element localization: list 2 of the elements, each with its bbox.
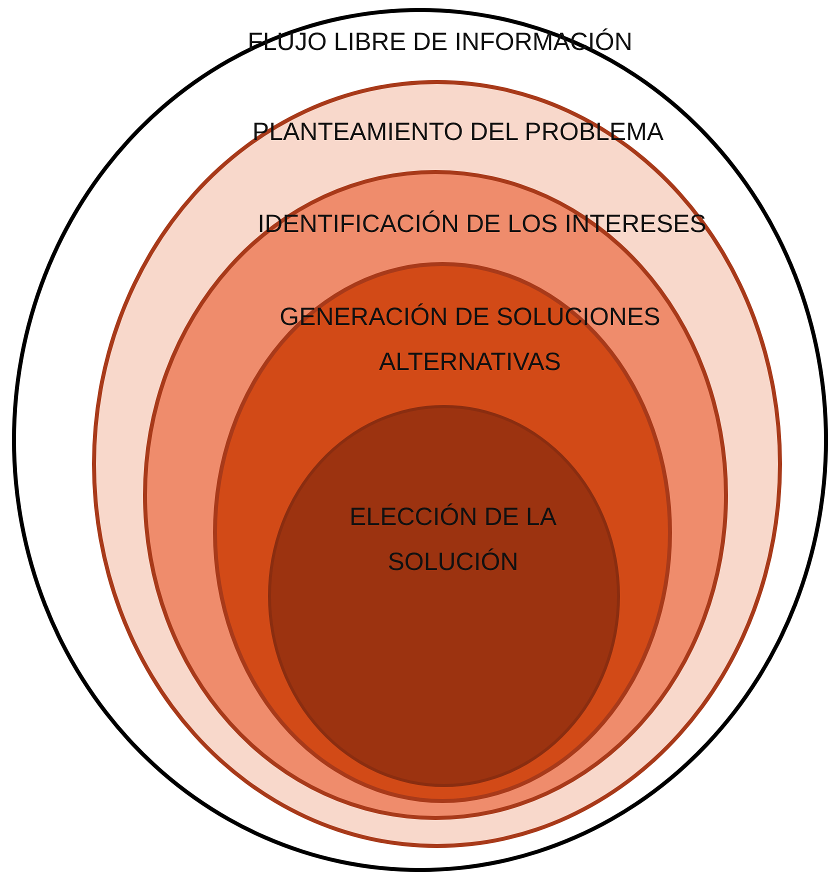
layer-label: GENERACIÓN DE SOLUCIONES ALTERNATIVAS (278, 302, 662, 378)
layer-label: ELECCIÓN DE LA SOLUCIÓN (348, 502, 558, 578)
